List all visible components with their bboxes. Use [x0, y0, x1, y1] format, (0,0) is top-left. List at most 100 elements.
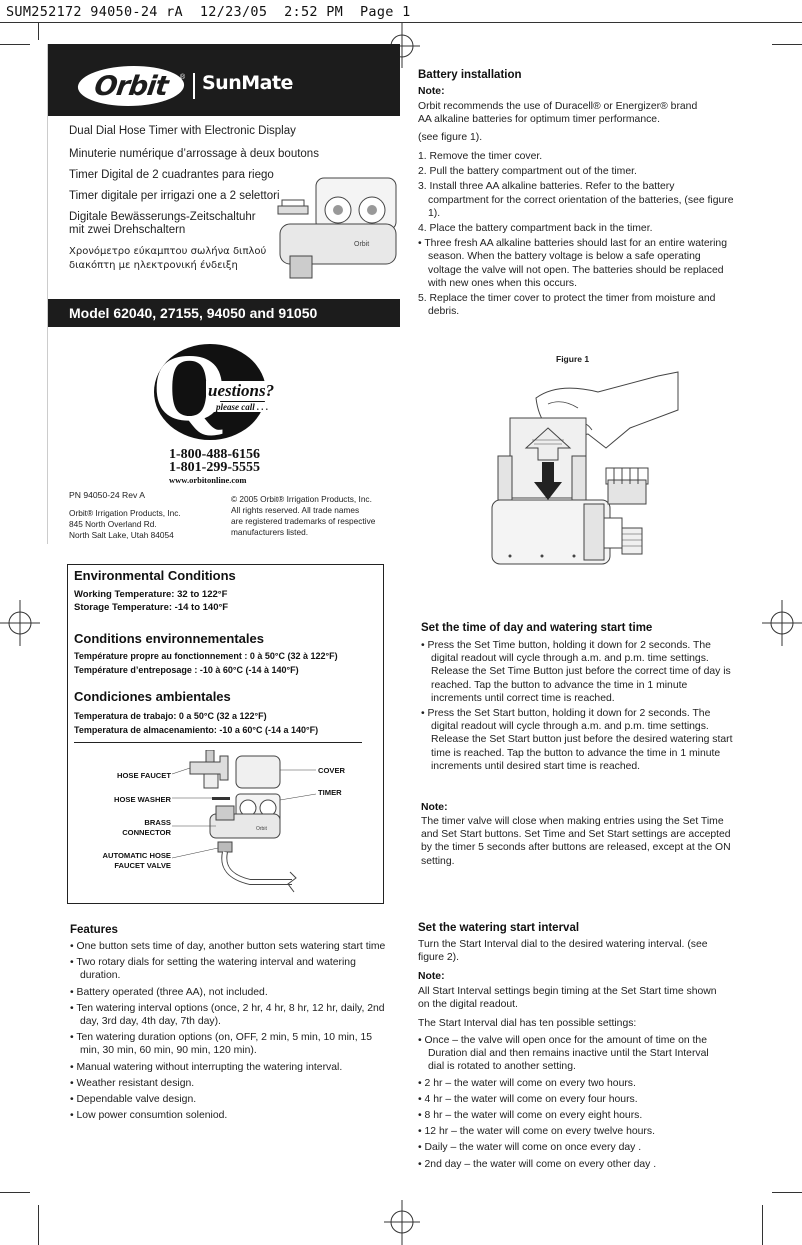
title-german-1: Digitale Bewässerungs-Zeitschaltuhr [69, 211, 256, 223]
label-brass-2: CONNECTOR [122, 828, 171, 837]
interval-note-label: Note: [418, 971, 445, 982]
battery-note-line-2: AA alkaline batteries for optimum timer … [418, 114, 660, 126]
website: www.orbitonline.com [169, 475, 247, 485]
interval-note-text: All Start Interval settings begin timing… [418, 986, 717, 1011]
registration-mark-bottom [384, 1200, 420, 1245]
registration-mark-right [762, 600, 802, 646]
env-divider [74, 742, 362, 743]
environment-box [67, 564, 384, 904]
set-time-steps: • Press the Set Time button, holding it … [421, 639, 733, 773]
interval-item: • 8 hr – the water will come on every ei… [418, 1110, 643, 1122]
feature-item: • Dependable valve design. [70, 1094, 197, 1106]
env-work-en: Working Temperature: 32 to 122°F [74, 589, 228, 600]
env-store-en: Storage Temperature: -14 to 140°F [74, 602, 229, 613]
phone-number-2: 1-801-299-5555 [169, 460, 260, 475]
label-automatic-valve: AUTOMATIC HOSE FAUCET VALVE [76, 851, 171, 871]
battery-step: 3. Install three AA alkaline batteries. … [418, 181, 734, 219]
title-greek-1: Χρονόμετρο εύκαμπτου σωλήνα διπλού [69, 246, 267, 257]
label-brass-1: BRASS [144, 818, 171, 827]
timer-product-image: Orbit [277, 177, 397, 279]
copyright-notice: © 2005 Orbit® Irrigation Products, Inc. … [231, 494, 375, 538]
copyright-line-2: All rights reserved. All trade names [231, 505, 360, 515]
env-title-fr: Conditions environnementales [74, 631, 264, 646]
questions-word: uestions? [206, 381, 277, 401]
svg-text:Orbit: Orbit [256, 826, 267, 832]
interval-item: • Daily – the water will come on once ev… [418, 1142, 642, 1154]
address-line-1: Orbit® Irrigation Products, Inc. [69, 508, 181, 518]
installation-diagram: Orbit [171, 750, 317, 893]
interval-item: • 2nd day – the water will come on every… [418, 1158, 657, 1170]
feature-item: • Two rotary dials for setting the water… [70, 957, 356, 982]
copyright-line-1: © 2005 Orbit® Irrigation Products, Inc. [231, 494, 372, 504]
address-line-2: 845 North Overland Rd. [69, 519, 157, 529]
feature-item: • One button sets time of day, another b… [70, 941, 386, 952]
label-brass-connector: BRASS CONNECTOR [86, 818, 171, 838]
battery-step: 5. Replace the timer cover to protect th… [418, 293, 716, 318]
feature-item: • Low power consumtion soleniod. [70, 1110, 228, 1122]
label-cover: COVER [318, 766, 346, 775]
set-time-step: • Press the Set Start button, holding it… [421, 708, 733, 772]
env-store-es: Temperatura de almacenamiento: -10 a 60°… [74, 725, 319, 735]
label-hose-faucet: HOSE FAUCET [116, 771, 171, 780]
feature-item: • Battery operated (three AA), not inclu… [70, 986, 268, 998]
battery-see-figure: (see figure 1). [418, 132, 483, 143]
sunmate-logo: SunMate [202, 72, 293, 94]
battery-step: 2. Pull the battery compartment out of t… [418, 166, 637, 178]
crop-mark [38, 22, 39, 40]
title-german-2: mit zwei Drehschaltern [69, 224, 186, 236]
set-time-note-text: The timer valve will close when making e… [421, 816, 731, 867]
feature-item: • Ten watering interval options (once, 2… [70, 1002, 385, 1028]
address-line-3: North Salt Lake, Utah 84054 [69, 530, 174, 540]
label-auto-1: AUTOMATIC HOSE [102, 851, 171, 860]
interval-item: • 2 hr – the water will come on every tw… [418, 1077, 636, 1089]
env-work-fr: Température propre au fonctionnement : 0… [74, 651, 338, 661]
interval-item: • Once – the valve will open once for th… [418, 1035, 709, 1073]
features-title: Features [70, 924, 118, 936]
env-title-en: Environmental Conditions [74, 568, 236, 583]
interval-item: • 4 hr – the water will come on every fo… [418, 1093, 638, 1105]
label-timer: TIMER [318, 788, 342, 797]
interval-dial-text: The Start Interval dial has ten possible… [418, 1018, 637, 1029]
title-english: Dual Dial Hose Timer with Electronic Dis… [69, 125, 296, 137]
crop-mark [772, 1192, 802, 1193]
registration-mark-left [0, 600, 40, 646]
copyright-line-3: are registered trademarks of respective [231, 516, 376, 526]
interval-title: Set the watering start interval [418, 922, 580, 934]
battery-step: 1. Remove the timer cover. [418, 151, 543, 162]
slug-rule [0, 22, 802, 23]
battery-title: Battery installation [418, 69, 522, 81]
print-slug: SUM252172 94050-24 rA 12/23/05 2:52 PM P… [6, 4, 411, 20]
crop-mark [0, 1192, 30, 1193]
label-hose-washer: HOSE WASHER [114, 795, 171, 804]
interval-list: • Once – the valve will open once for th… [418, 1034, 718, 1171]
feature-item: • Manual watering without interrupting t… [70, 1061, 343, 1073]
svg-text:Orbit: Orbit [354, 241, 369, 248]
title-italian: Timer digitale per irrigazi one a 2 sele… [69, 190, 280, 202]
features-list: • One button sets time of day, another b… [70, 940, 394, 1122]
label-auto-2: FAUCET VALVE [114, 861, 171, 870]
feature-item: • Weather resistant design. [70, 1077, 195, 1089]
phone-number-1: 1-800-488-6156 [169, 447, 260, 462]
battery-step: • Three fresh AA alkaline batteries shou… [418, 238, 727, 289]
part-number: PN 94050-24 Rev A [69, 490, 145, 500]
copyright-line-4: manufacturers listed. [231, 527, 309, 537]
figure-1-caption: Figure 1 [556, 354, 590, 364]
battery-note-text: Orbit recommends the use of Duracell® or… [418, 100, 768, 126]
crop-mark [762, 1205, 763, 1245]
questions-please: please call . . . [214, 402, 271, 412]
crop-mark [38, 1205, 39, 1245]
battery-steps: 1. Remove the timer cover. 2. Pull the b… [418, 150, 736, 318]
orbit-logo-text: Orbit [92, 70, 170, 102]
set-time-step: • Press the Set Time button, holding it … [421, 640, 731, 704]
company-address: Orbit® Irrigation Products, Inc. 845 Nor… [69, 508, 181, 541]
env-store-fr: Température d’entreposage : -10 à 60°C (… [74, 665, 299, 675]
interval-item: • 12 hr – the water will come on every t… [418, 1126, 655, 1138]
logo-separator [193, 73, 195, 99]
model-banner: Model 62040, 27155, 94050 and 91050 [47, 299, 400, 327]
title-greek-2: διακόπτη με ηλεκτρονική ένδειξη [69, 260, 238, 271]
set-time-note-label: Note: [421, 802, 448, 813]
registered-mark: ® [180, 74, 186, 81]
env-work-es: Temperatura de trabajo: 0 a 50°C (32 a 1… [74, 711, 267, 721]
title-spanish: Timer Digital de 2 cuadrantes para riego [69, 169, 274, 181]
left-column-rule [47, 44, 48, 544]
